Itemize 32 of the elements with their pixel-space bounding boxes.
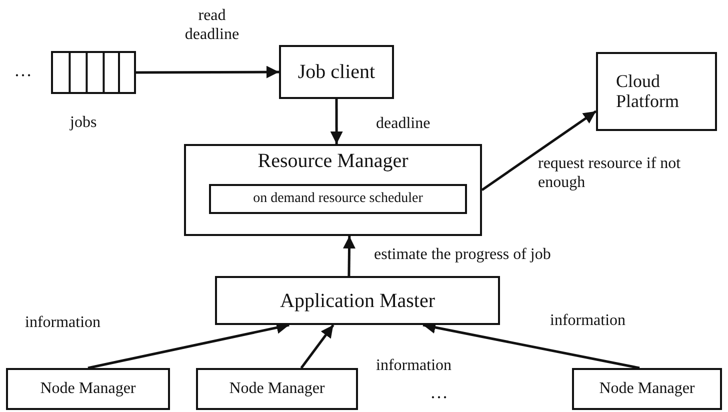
- arrow: [136, 66, 279, 78]
- edge-label: information: [550, 311, 627, 330]
- node-label: Node Manager: [599, 380, 695, 398]
- node-label: Resource Manager: [258, 150, 408, 172]
- node-caption: jobs: [70, 113, 98, 132]
- queue-drawing: [51, 51, 136, 94]
- arrow: [300, 324, 334, 369]
- node-label: Node Manager: [40, 380, 136, 398]
- arrow: [330, 99, 343, 144]
- scheduler-box: [209, 184, 467, 214]
- process-box: [196, 368, 358, 410]
- edge-label: read deadline: [184, 6, 240, 44]
- ellipsis-mark: …: [430, 382, 448, 404]
- process-box: [596, 52, 717, 131]
- arrow: [481, 110, 597, 192]
- node-label: Job client: [298, 61, 376, 83]
- process-box: [279, 45, 394, 99]
- process-box: [6, 368, 170, 410]
- edge-label: request resource if not enough: [538, 154, 682, 192]
- edge-label: estimate the progress of job: [374, 245, 552, 264]
- process-box: [184, 144, 482, 236]
- node-label: on demand resource scheduler: [253, 191, 423, 207]
- node-label: Application Master: [280, 290, 435, 312]
- ellipsis-mark: …: [14, 60, 32, 82]
- node-label: Node Manager: [229, 380, 325, 398]
- edge-label: deadline: [376, 114, 432, 134]
- edge-label: information: [25, 313, 102, 332]
- edge-label: information: [376, 356, 453, 376]
- node-label: Cloud Platform: [616, 72, 680, 112]
- process-box: [572, 368, 722, 410]
- process-box: [215, 276, 500, 325]
- arrow: [343, 236, 356, 276]
